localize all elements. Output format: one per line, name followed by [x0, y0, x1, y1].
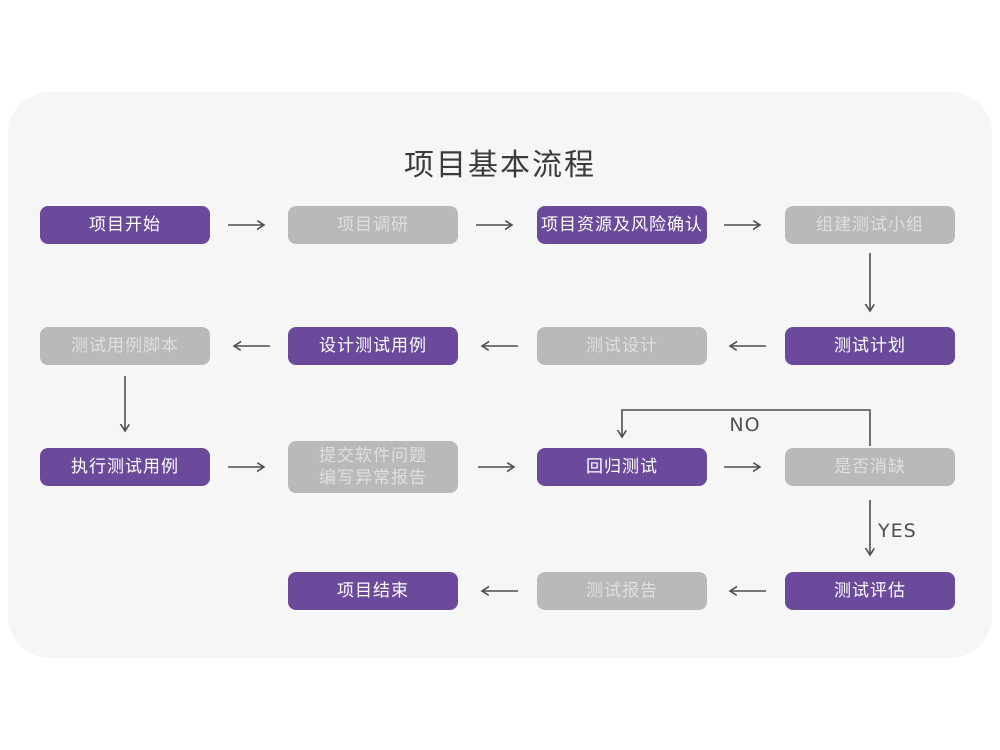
node-defect-cleared: 是否消缺	[785, 448, 955, 486]
page-title: 项目基本流程	[404, 148, 596, 183]
node-test-report: 测试报告	[537, 572, 707, 610]
node-test-case-script: 测试用例脚本	[40, 327, 210, 365]
node-project-research: 项目调研	[288, 206, 458, 244]
node-resource-risk-confirm: 项目资源及风险确认	[537, 206, 707, 244]
node-submit-issue-report: 提交软件问题 编写异常报告	[288, 441, 458, 493]
node-regression-test: 回归测试	[537, 448, 707, 486]
node-test-design: 测试设计	[537, 327, 707, 365]
flowchart-card	[8, 92, 992, 658]
edge-label-yes: YES	[878, 520, 917, 542]
edge-label-no: NO	[729, 414, 761, 436]
node-test-plan: 测试计划	[785, 327, 955, 365]
node-project-end: 项目结束	[288, 572, 458, 610]
node-execute-test-case: 执行测试用例	[40, 448, 210, 486]
node-build-test-team: 组建测试小组	[785, 206, 955, 244]
node-test-evaluation: 测试评估	[785, 572, 955, 610]
node-design-test-case: 设计测试用例	[288, 327, 458, 365]
node-project-start: 项目开始	[40, 206, 210, 244]
